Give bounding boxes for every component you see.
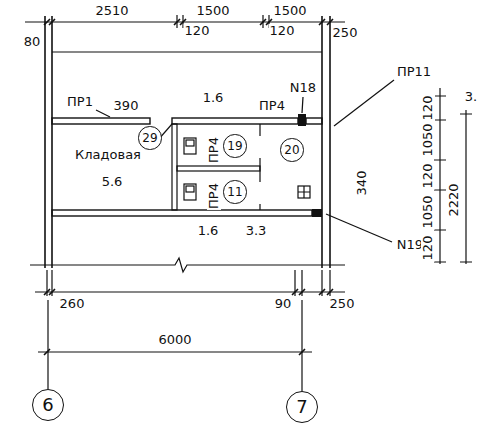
dimension: 1050 bbox=[421, 122, 435, 157]
wall-line bbox=[44, 16, 46, 268]
toilet-symbol bbox=[184, 184, 196, 200]
partition-wall bbox=[172, 124, 177, 210]
floor-level: 1.6 bbox=[202, 91, 225, 105]
opening-mark: ПР4 bbox=[207, 182, 221, 210]
dimension-line bbox=[465, 110, 466, 264]
partition-wall bbox=[177, 166, 260, 171]
callout-number: 29 bbox=[138, 126, 161, 149]
node-text: 29 bbox=[142, 132, 157, 144]
dimension-line bbox=[38, 351, 312, 352]
leader-line bbox=[326, 214, 392, 242]
dimension: 90 bbox=[274, 297, 293, 311]
break-line bbox=[30, 258, 345, 272]
room-area: 5.6 bbox=[101, 175, 124, 189]
room-area: 3.3 bbox=[245, 224, 268, 238]
dimension-line bbox=[35, 291, 345, 292]
opening-mark: ПР11 bbox=[396, 65, 432, 79]
partition-wall bbox=[52, 210, 312, 216]
dimension: 2510 bbox=[94, 4, 129, 18]
dimension: 390 bbox=[113, 99, 140, 113]
dimension: 1500 bbox=[195, 4, 230, 18]
toilet-symbol bbox=[186, 140, 194, 146]
dimension: 80 bbox=[23, 35, 42, 49]
partition-wall bbox=[52, 118, 150, 124]
leader-line bbox=[302, 97, 303, 113]
node-text: 19 bbox=[227, 140, 242, 152]
dimension: 120 bbox=[421, 95, 435, 122]
dimension: 120 bbox=[269, 24, 296, 38]
dimension: 340 bbox=[355, 170, 369, 197]
dimension-ticks bbox=[44, 289, 333, 295]
callout-number: 20 bbox=[280, 138, 303, 161]
leader-line bbox=[96, 110, 110, 117]
partition-wall bbox=[306, 118, 322, 124]
axis-bubble: 7 bbox=[286, 391, 318, 423]
callout-number: 11 bbox=[223, 180, 246, 203]
dimension-line bbox=[25, 21, 345, 22]
dimension: 6000 bbox=[157, 333, 192, 347]
node-text: 20 bbox=[284, 144, 299, 156]
axis-bubble: 6 bbox=[32, 389, 64, 421]
node-text: 6 bbox=[42, 396, 53, 414]
shaft-symbol bbox=[298, 186, 310, 198]
dimension: 250 bbox=[332, 26, 359, 40]
element-mark: N19 bbox=[396, 238, 424, 252]
callout-number: 19 bbox=[223, 134, 246, 157]
room-name: Кладовая bbox=[74, 148, 142, 162]
dimension: 120 bbox=[184, 24, 211, 38]
lintel-mark bbox=[312, 209, 322, 217]
lintel-mark bbox=[298, 114, 306, 126]
toilet-symbol bbox=[184, 138, 196, 154]
wall-line bbox=[329, 16, 331, 268]
extension-lines bbox=[47, 270, 330, 296]
partition-wall bbox=[259, 124, 260, 210]
dimension-ticks bbox=[44, 349, 305, 355]
leader-line bbox=[334, 80, 394, 126]
node-text: 11 bbox=[227, 186, 242, 198]
element-mark: N18 bbox=[289, 81, 317, 95]
dimension: 250 bbox=[329, 297, 356, 311]
dimension-ticks bbox=[460, 114, 472, 262]
node-text: 7 bbox=[296, 398, 307, 416]
dimension: 120 bbox=[421, 235, 435, 262]
opening-mark: ПР4 bbox=[207, 136, 221, 164]
dimension: 3. bbox=[464, 90, 478, 104]
axis-line bbox=[301, 300, 302, 391]
room-area: 1.6 bbox=[197, 224, 220, 238]
opening-mark: ПР4 bbox=[258, 99, 286, 113]
wall-line bbox=[321, 16, 323, 268]
shaft-symbol bbox=[298, 186, 310, 198]
dimension: 120 bbox=[421, 163, 435, 190]
partition-wall bbox=[172, 118, 298, 124]
axis-line bbox=[47, 300, 48, 389]
wall-line bbox=[52, 51, 322, 52]
toilet-symbol bbox=[186, 186, 194, 192]
dimension-ticks bbox=[434, 96, 446, 262]
dimension: 1050 bbox=[421, 194, 435, 229]
dimension: 260 bbox=[59, 297, 86, 311]
dimension-line bbox=[439, 88, 440, 264]
wall-line bbox=[51, 16, 53, 268]
opening-mark: ПР1 bbox=[66, 95, 94, 109]
dimension: 2220 bbox=[447, 182, 461, 217]
dimension: 1500 bbox=[272, 4, 307, 18]
